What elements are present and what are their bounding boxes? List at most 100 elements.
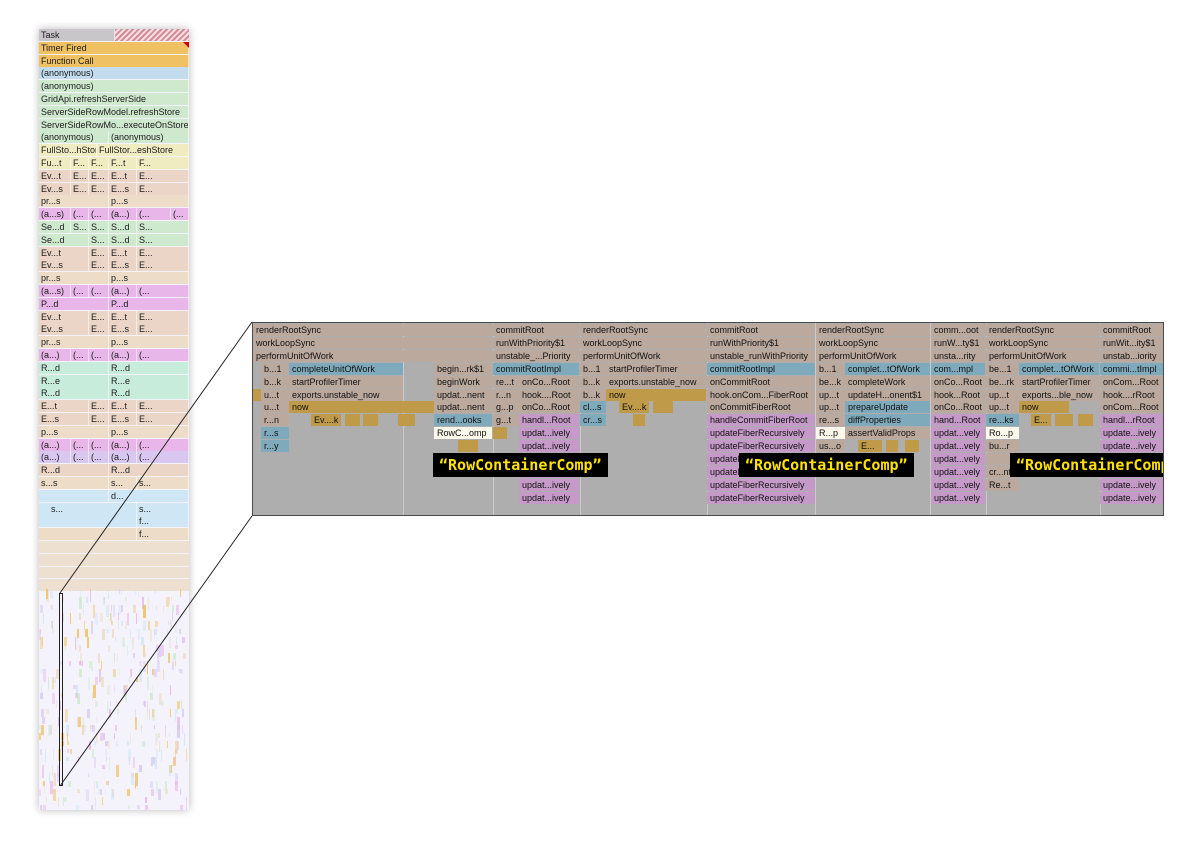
call-frame[interactable]: unstable_...Priority	[493, 349, 579, 362]
call-frame[interactable]: updateFiberRecursively	[707, 491, 815, 504]
overview-call-frame[interactable]: p...s	[109, 336, 189, 349]
overview-call-frame[interactable]: S...	[89, 233, 109, 246]
overview-call-frame[interactable]: ServerSideRowModel.refreshStore	[39, 105, 189, 118]
overview-call-frame[interactable]: (...	[137, 208, 171, 221]
overview-call-frame[interactable]: E...	[89, 182, 109, 195]
overview-call-frame[interactable]: (...	[89, 451, 109, 464]
overview-call-frame[interactable]: (...	[137, 451, 189, 464]
call-frame[interactable]: exports.unstable_now	[289, 388, 403, 401]
overview-call-frame[interactable]: GridApi.refreshServerSide	[39, 93, 189, 105]
call-frame[interactable]	[653, 401, 673, 414]
call-frame[interactable]: commi...tImpl	[1100, 362, 1163, 375]
call-frame[interactable]: updat...ively	[519, 427, 579, 440]
overview-call-frame[interactable]: (...	[137, 285, 189, 297]
call-frame[interactable]: now	[606, 388, 706, 401]
call-frame[interactable]: beginWork	[434, 375, 492, 388]
overview-call-frame[interactable]: (a...)	[39, 438, 71, 451]
call-frame[interactable]: commitRootImpl	[493, 362, 579, 375]
call-frame[interactable]: workLoopSync	[816, 336, 930, 349]
call-frame[interactable]: updat...vely	[931, 491, 985, 504]
overview-call-frame[interactable]: f...	[137, 528, 189, 541]
overview-call-frame[interactable]: s...	[109, 477, 137, 489]
call-frame[interactable]: b...k	[261, 375, 289, 388]
call-frame[interactable]	[363, 414, 378, 427]
call-frame[interactable]: runWithPriority$1	[707, 336, 815, 349]
overview-call-frame[interactable]: E...	[89, 246, 109, 259]
call-frame[interactable]: u...t	[261, 401, 289, 414]
call-frame[interactable]: now	[1019, 401, 1069, 414]
call-frame[interactable]: prepareUpdate	[845, 401, 930, 414]
call-frame[interactable]: diffProperties	[845, 414, 930, 427]
overview-call-frame[interactable]: pr...s	[39, 336, 109, 349]
call-frame[interactable]: up...t	[986, 401, 1019, 414]
overview-call-frame[interactable]: Ev...s	[39, 259, 89, 272]
call-frame[interactable]: unstab...iority	[1100, 349, 1163, 362]
call-frame[interactable]: exports...ble_now	[1019, 388, 1099, 401]
overview-call-frame[interactable]: E...s	[109, 259, 137, 272]
overview-call-frame[interactable]: Ev...s	[39, 323, 89, 336]
call-frame[interactable]: RowC...omp	[434, 427, 492, 440]
call-frame[interactable]: handleCommitFiberRoot	[707, 414, 815, 427]
overview-call-frame[interactable]: (...	[71, 349, 89, 361]
overview-call-frame[interactable]: R...d	[39, 361, 109, 374]
overview-call-frame[interactable]: (...	[89, 349, 109, 361]
call-frame[interactable]: completeUnitOfWork	[289, 362, 403, 375]
overview-call-frame[interactable]: s...	[137, 502, 189, 515]
call-frame[interactable]: cl...s	[580, 401, 606, 414]
overview-call-frame[interactable]: E...s	[109, 323, 137, 336]
overview-call-frame[interactable]: (a...)	[109, 349, 137, 361]
overview-call-frame[interactable]: E...	[71, 182, 89, 195]
call-frame[interactable]: update...ively	[1100, 491, 1163, 504]
overview-call-frame[interactable]: E...	[137, 310, 189, 323]
overview-call-frame[interactable]: R...d	[109, 361, 189, 374]
overview-call-frame[interactable]: R...d	[109, 464, 189, 477]
overview-call-frame[interactable]: s...	[39, 502, 137, 515]
call-frame[interactable]: r...n	[261, 414, 289, 427]
call-frame[interactable]: update...ively	[1100, 440, 1163, 453]
call-frame[interactable]: startProfilerTimer	[606, 362, 706, 375]
overview-call-frame[interactable]: (anonymous)	[39, 67, 189, 80]
call-frame[interactable]: commitRoot	[493, 324, 579, 336]
overview-call-frame[interactable]: Se...d	[39, 233, 89, 246]
overview-call-frame[interactable]: pr...s	[39, 272, 109, 285]
overview-call-frame[interactable]: ServerSideRowMo...executeOnStore	[39, 118, 189, 131]
call-frame[interactable]	[345, 414, 360, 427]
call-frame[interactable]: performUnitOfWork	[816, 349, 930, 362]
overview-call-frame[interactable]: (...	[137, 349, 189, 361]
call-frame[interactable]	[398, 414, 415, 427]
call-frame[interactable]: Ev....k	[619, 401, 649, 414]
overview-call-frame[interactable]: (...	[71, 438, 89, 451]
call-frame[interactable]: bu...r	[986, 440, 1019, 453]
call-frame[interactable]: us...o	[816, 440, 845, 453]
call-frame[interactable]: onCo...Root	[931, 375, 985, 388]
overview-call-frame[interactable]: (...	[89, 208, 109, 221]
overview-call-frame[interactable]: F...	[71, 157, 89, 169]
call-frame[interactable]: re...t	[493, 375, 519, 388]
overview-call-frame[interactable]: (a...s)	[39, 208, 71, 221]
overview-call-frame[interactable]: d...	[109, 489, 189, 502]
selection-window[interactable]	[59, 593, 63, 786]
call-frame[interactable]: completeWork	[845, 375, 930, 388]
call-frame[interactable]: updat...vely	[931, 427, 985, 440]
call-frame[interactable]: hook....Root	[519, 388, 579, 401]
overview-call-frame[interactable]: (a...)	[39, 349, 71, 361]
call-frame[interactable]: runWithPriority$1	[493, 336, 579, 349]
overview-call-frame[interactable]: s...	[137, 477, 189, 489]
call-frame[interactable]: up...t	[816, 401, 845, 414]
call-frame[interactable]: complet...tOfWork	[1019, 362, 1099, 375]
call-frame[interactable]: update...ively	[1100, 427, 1163, 440]
call-frame[interactable]: hook....rRoot	[1100, 388, 1163, 401]
overview-call-frame[interactable]: R...d	[39, 387, 109, 400]
call-frame[interactable]: unsta...rity	[931, 349, 985, 362]
call-frame[interactable]: up...t	[986, 388, 1019, 401]
overview-call-frame[interactable]: S...d	[109, 233, 137, 246]
call-frame[interactable]: workLoopSync	[580, 336, 706, 349]
call-frame[interactable]: com...mpl	[931, 362, 985, 375]
overview-call-frame[interactable]: (...	[171, 208, 189, 221]
call-frame[interactable]: E...	[858, 440, 882, 453]
call-frame[interactable]: r...s	[261, 427, 289, 440]
call-frame[interactable]: startProfilerTimer	[289, 375, 403, 388]
call-frame[interactable]	[253, 388, 261, 401]
overview-call-frame[interactable]: (a...s)	[39, 285, 71, 297]
call-frame[interactable]: workLoopSync	[986, 336, 1099, 349]
